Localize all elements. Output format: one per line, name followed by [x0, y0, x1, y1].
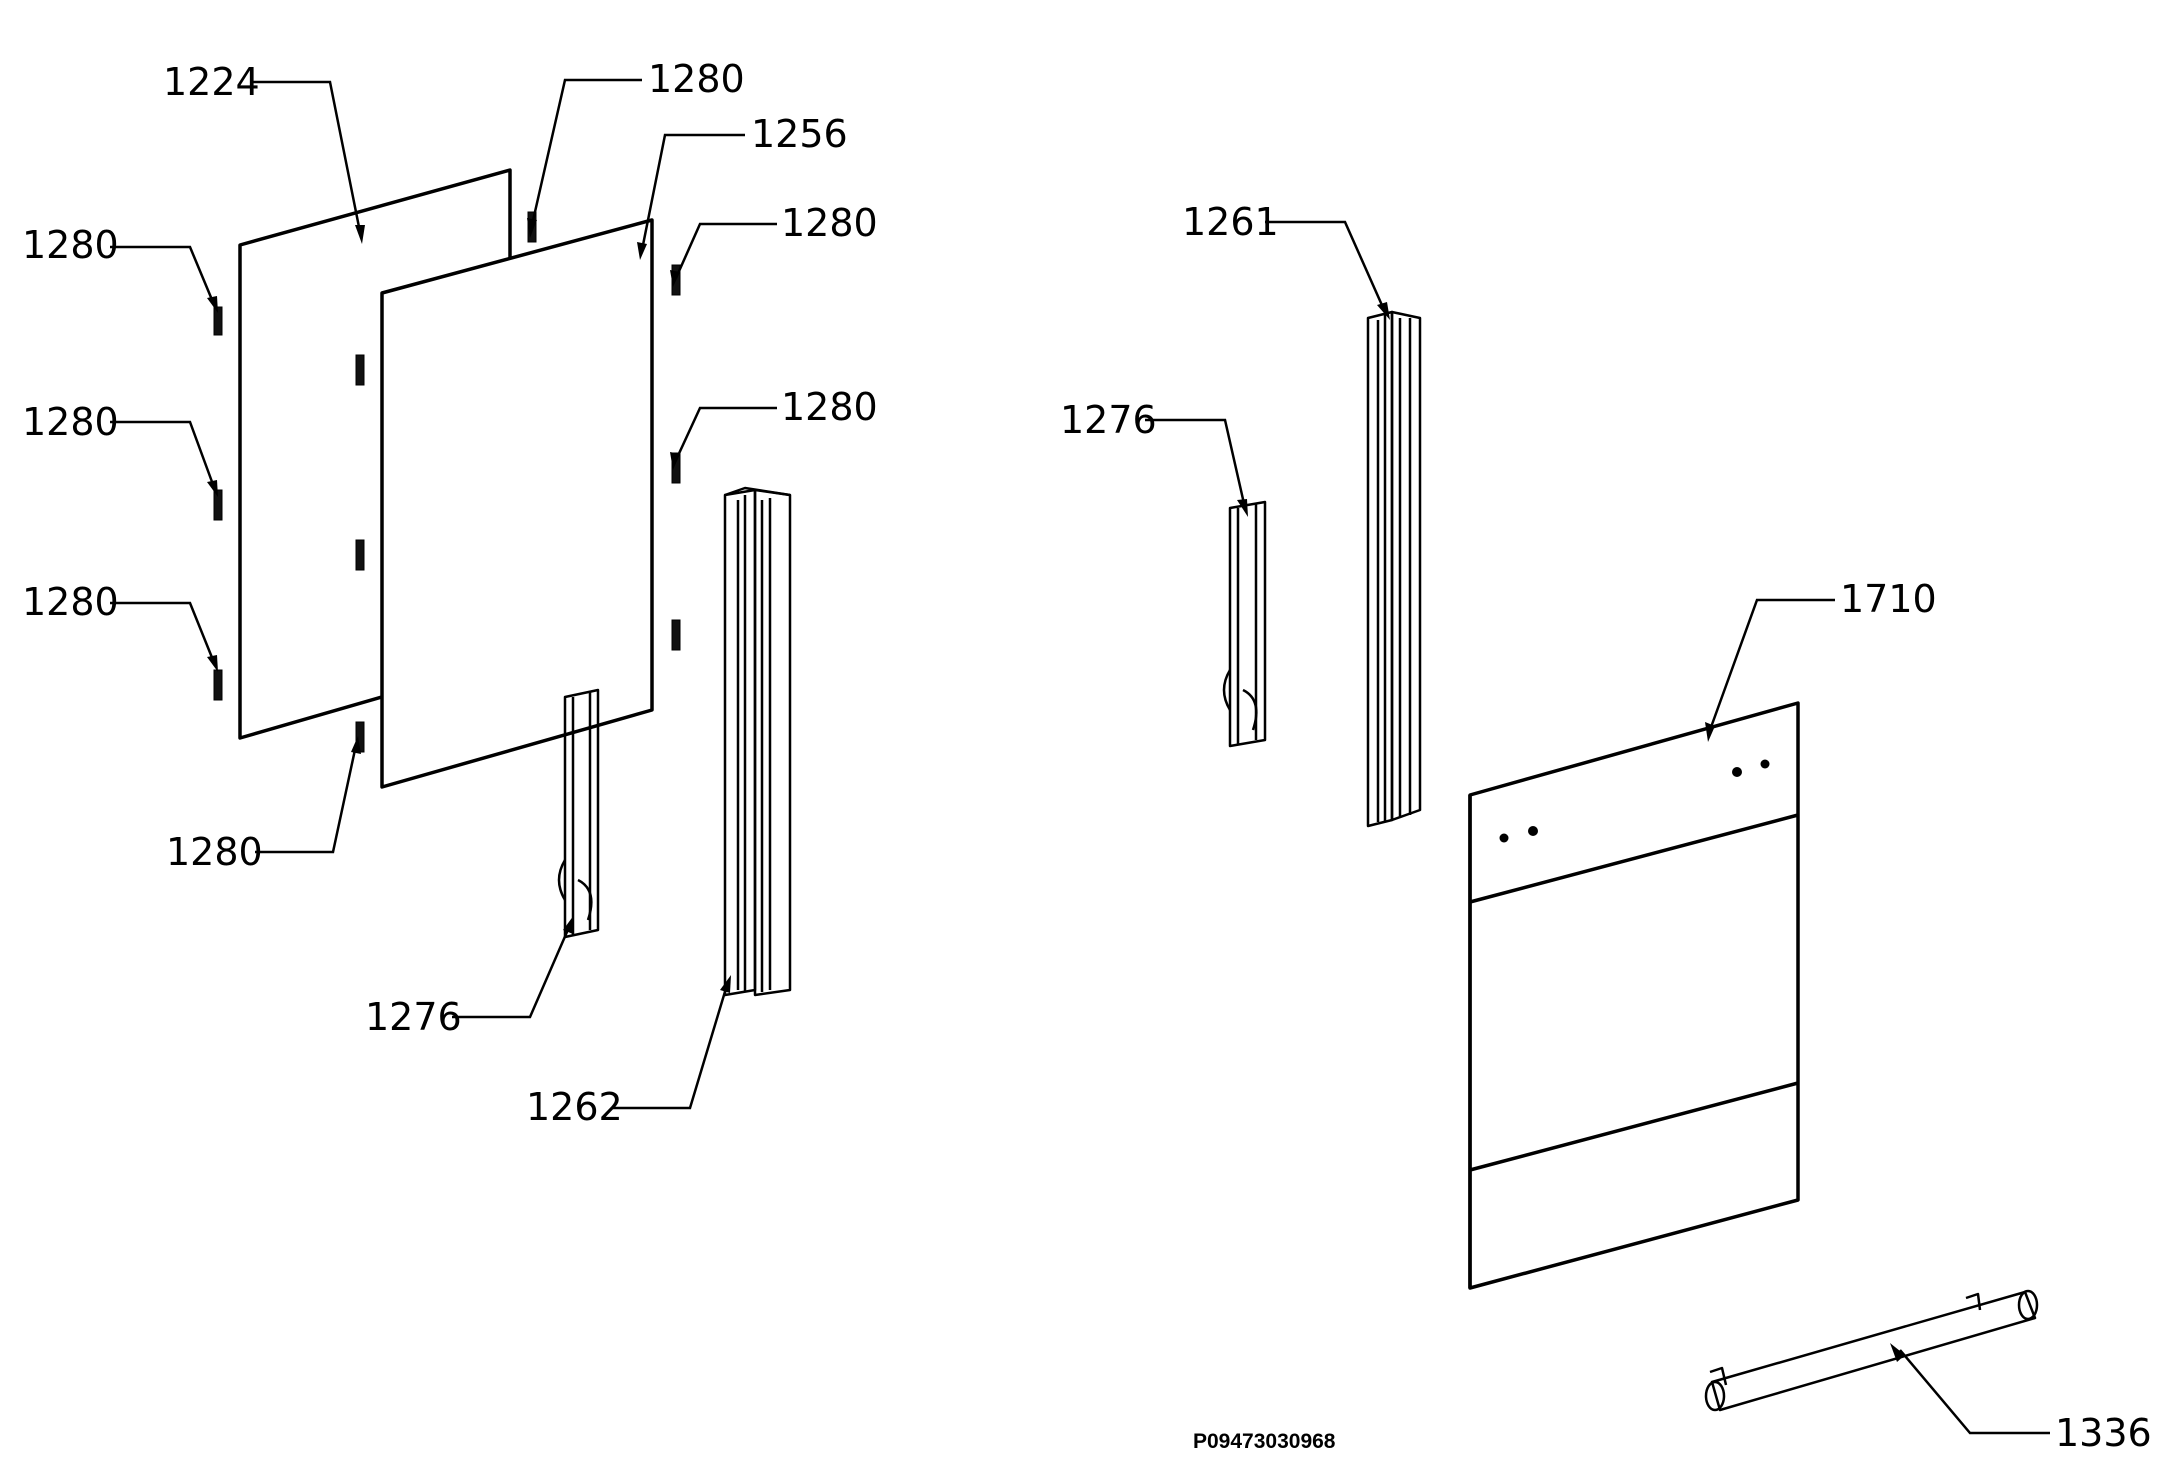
callout-1336: 1336 — [2055, 1411, 2152, 1455]
callout-1280-left-3: 1280 — [22, 580, 119, 624]
callout-1256: 1256 — [751, 112, 848, 156]
callout-1280-bottom: 1280 — [166, 830, 263, 874]
callout-1280-top: 1280 — [648, 57, 745, 101]
part-handle-1336 — [1704, 1289, 2039, 1412]
part-door-panel-1710 — [1468, 701, 1800, 1290]
callout-1710: 1710 — [1840, 577, 1937, 621]
part-hinge-1276-left — [557, 688, 600, 939]
callout-1276-left: 1276 — [365, 995, 462, 1039]
callout-1280-left-2: 1280 — [22, 400, 119, 444]
part-glass-panel-1256 — [380, 218, 654, 789]
callout-1280-right-1: 1280 — [781, 201, 878, 245]
callout-labels: 1224 1280 1256 1280 1280 1280 1280 1280 … — [22, 57, 2152, 1455]
document-id: P09473030968 — [1193, 1430, 1336, 1453]
callout-1280-right-2: 1280 — [781, 385, 878, 429]
leader-lines — [110, 78, 2050, 1435]
part-profile-1261 — [1366, 310, 1422, 828]
callout-1276-right: 1276 — [1060, 398, 1157, 442]
part-hinge-1276-right — [1222, 500, 1267, 748]
callout-1261: 1261 — [1182, 200, 1279, 244]
part-profile-1262 — [723, 486, 792, 997]
callout-1224: 1224 — [163, 60, 260, 104]
callout-1280-left-1: 1280 — [22, 223, 119, 267]
callout-1262: 1262 — [526, 1085, 623, 1129]
